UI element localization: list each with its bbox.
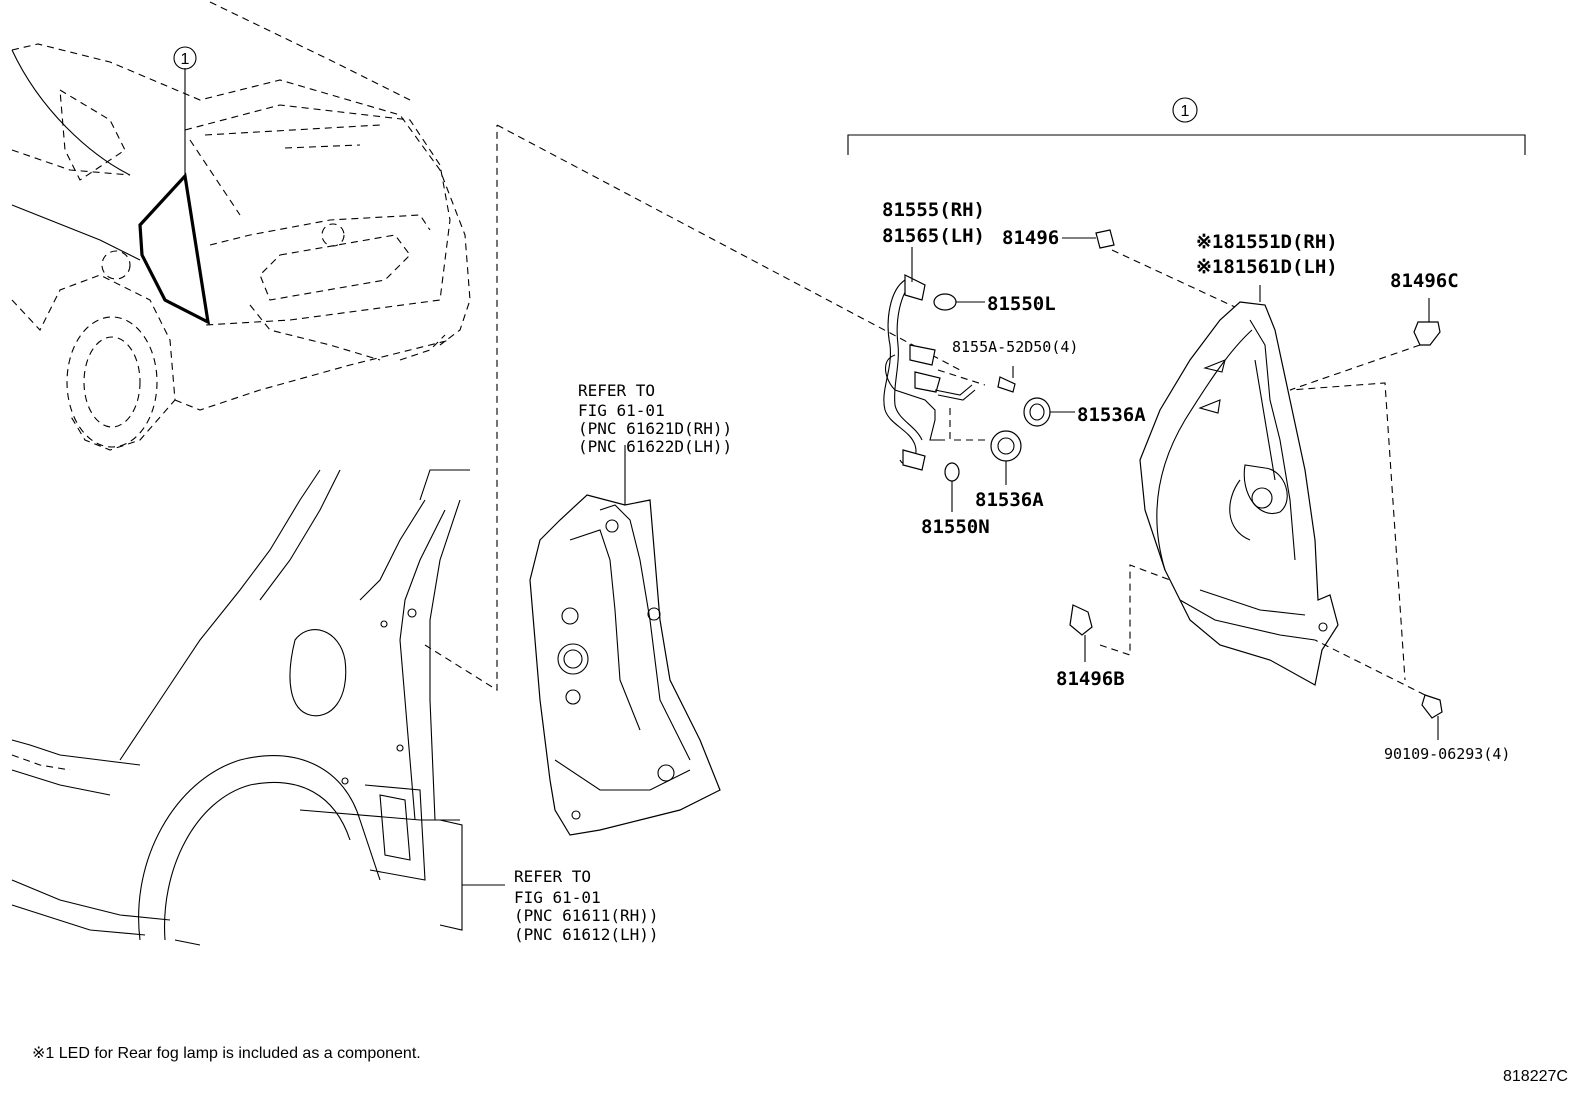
label-81561D: ※181561D(LH)	[1196, 256, 1338, 278]
label-81496: 81496	[1002, 227, 1059, 249]
callout-number-car: 1	[181, 51, 190, 68]
inner-panel-view	[529, 445, 721, 836]
gasket-81536A-lower	[990, 430, 1022, 485]
label-81565: 81565(LH)	[882, 225, 985, 247]
vehicle-rear-view: 1	[11, 1, 471, 451]
label-81536A-lower: 81536A	[975, 489, 1044, 511]
rear-combination-lamp	[1139, 285, 1339, 686]
screw-8155A	[997, 366, 1016, 393]
label-81496B: 81496B	[1056, 668, 1125, 690]
ref-lower-line3: (PNC 61611(RH))	[514, 906, 659, 925]
label-81551D: ※181551D(RH)	[1196, 231, 1338, 253]
ref-upper-line1: REFER TO	[578, 381, 655, 400]
label-81555: 81555(RH)	[882, 199, 985, 221]
ref-lower-line1: REFER TO	[514, 867, 591, 886]
socket-wire-assembly	[883, 274, 990, 471]
label-81550N: 81550N	[921, 516, 990, 538]
assembly-bracket: 1	[847, 97, 1526, 155]
quarter-panel-view	[11, 125, 505, 946]
highlighted-rear-lamp	[138, 172, 211, 325]
callout-circle-1-assembly	[1172, 97, 1198, 123]
clip-81496	[1062, 229, 1238, 309]
callout-number-assembly: 1	[1181, 103, 1190, 120]
figure-id: 818227C	[1503, 1068, 1568, 1085]
label-8155A: 8155A-52D50(4)	[952, 338, 1078, 356]
label-81550L: 81550L	[987, 293, 1056, 315]
label-90109: 90109-06293(4)	[1384, 745, 1510, 763]
bulb-81550L	[933, 293, 985, 311]
bulb-81550N	[944, 462, 960, 512]
screw-90109	[1314, 639, 1443, 740]
label-81496C: 81496C	[1390, 270, 1459, 292]
label-81536A-upper: 81536A	[1077, 404, 1146, 426]
callout-circle-1-car	[173, 46, 197, 70]
ref-upper-line2: FIG 61-01	[578, 401, 665, 420]
component-footnote: ※1 LED for Rear fog lamp is included as …	[32, 1045, 421, 1062]
clip-81496B	[1069, 564, 1171, 662]
clip-81496C	[1289, 298, 1441, 681]
ref-lower-line4: (PNC 61612(LH))	[514, 925, 659, 944]
ref-lower-line2: FIG 61-01	[514, 888, 601, 907]
ref-upper-line3: (PNC 61621D(RH))	[578, 419, 732, 438]
ref-upper-line4: (PNC 61622D(LH))	[578, 437, 732, 456]
gasket-81536A-upper	[1023, 397, 1075, 427]
